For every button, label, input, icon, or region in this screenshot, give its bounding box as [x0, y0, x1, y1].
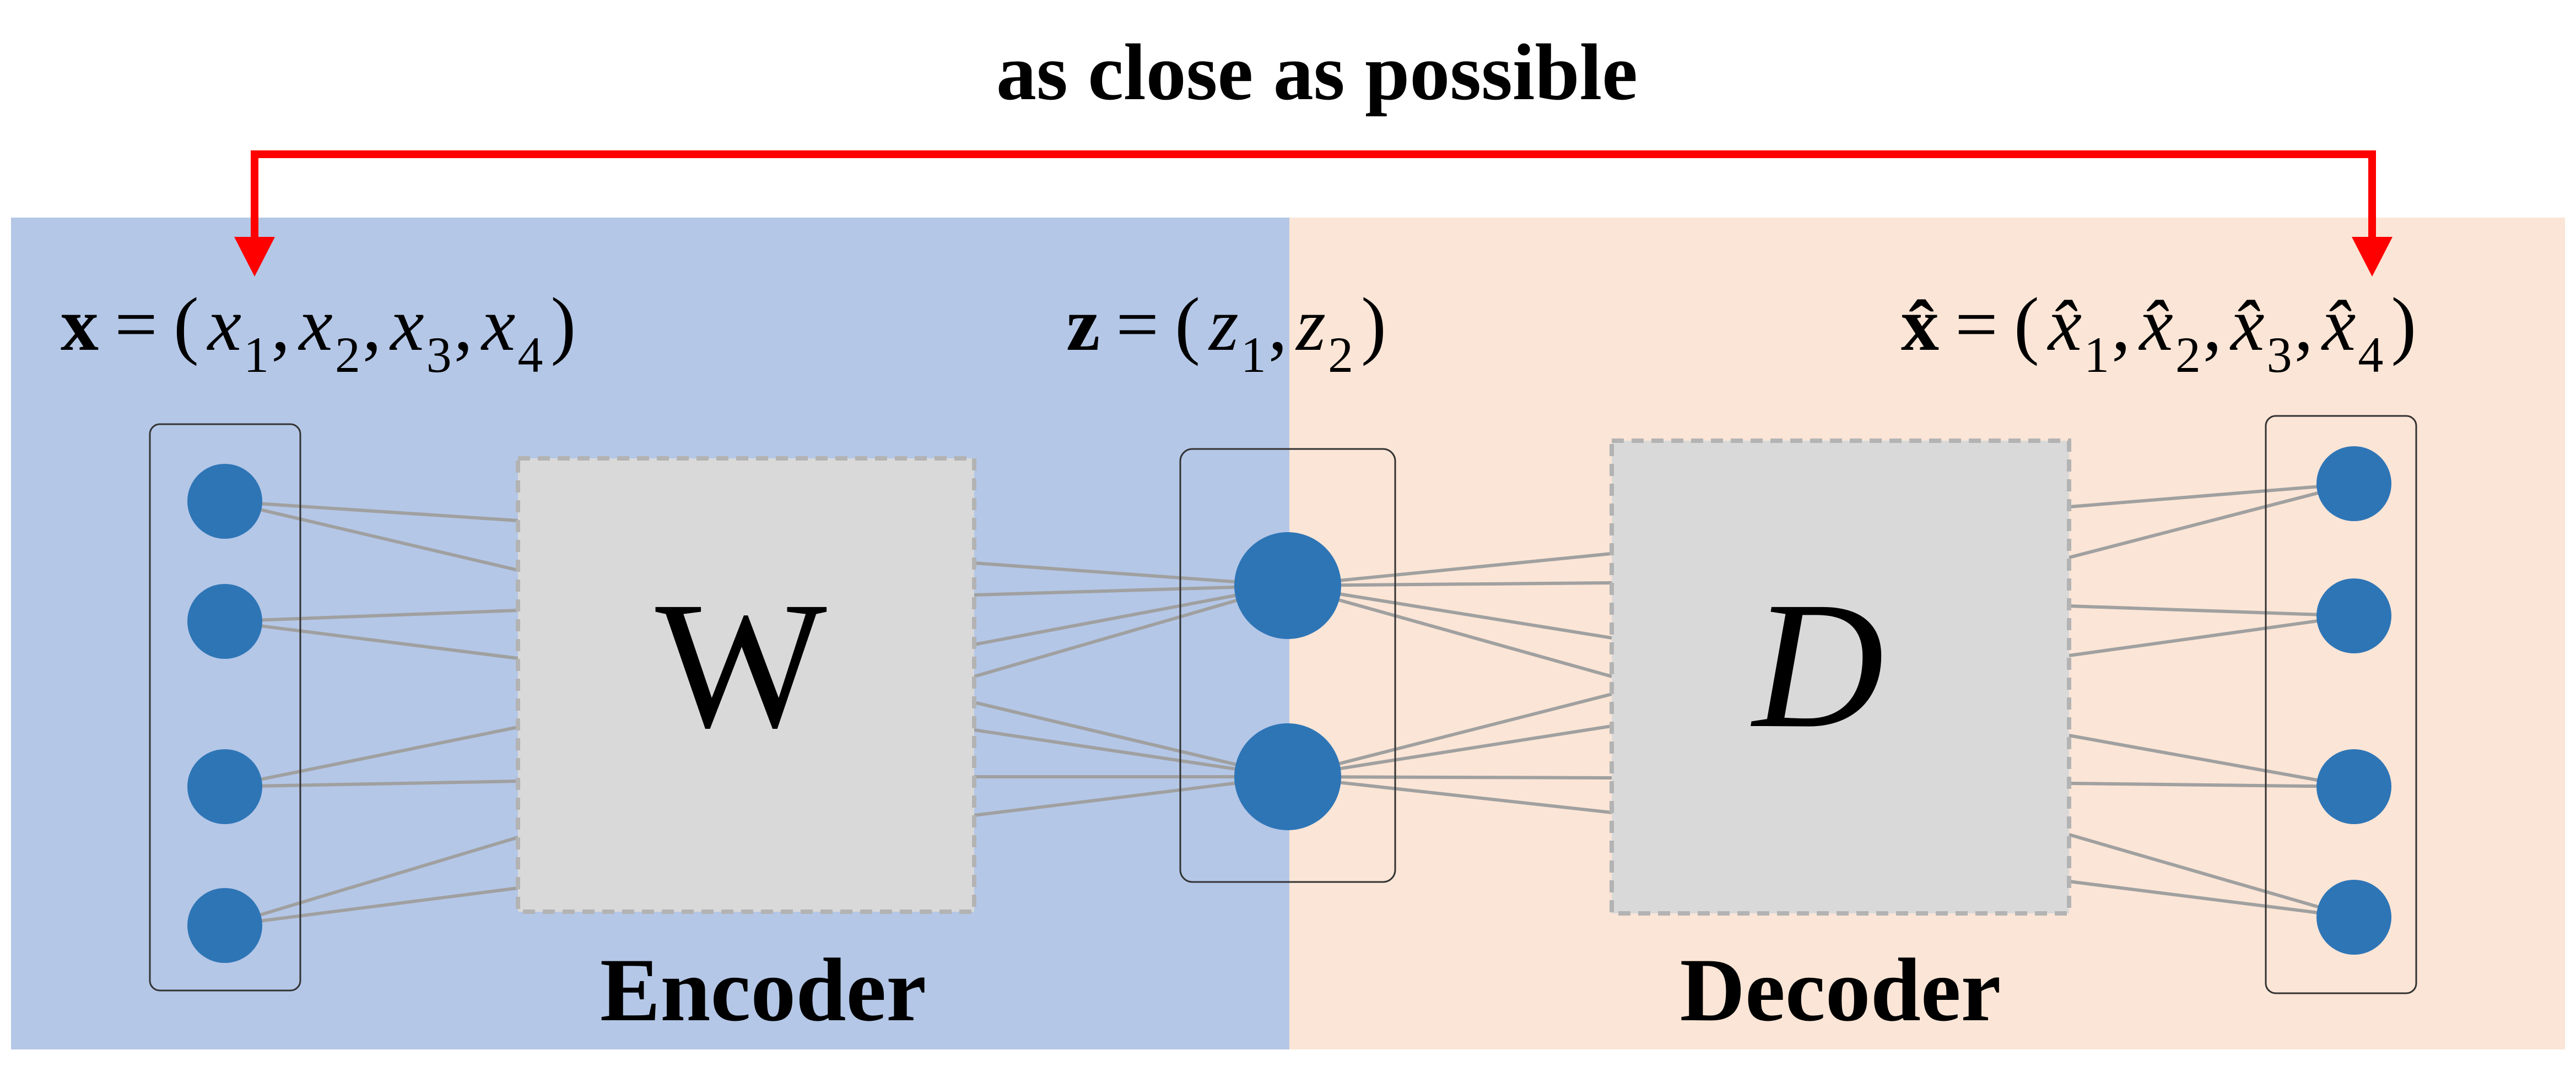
input-close-paren: ): [550, 282, 576, 366]
connection-line: [2069, 604, 2354, 618]
connection-line: [224, 780, 519, 788]
input-node-1: [187, 464, 262, 539]
input-node-4: [187, 888, 262, 963]
output-vector-equation: x̂ = ( x̂ 1 , x̂ 2 , x̂ 3 , x̂ 4 ): [1901, 282, 2416, 383]
output-element-4: x̂: [2321, 282, 2356, 366]
connection-line: [1287, 581, 1612, 587]
decoder-label: Decoder: [1680, 940, 2001, 1040]
decoder-weight-box: [1610, 439, 2071, 916]
connection-line: [2069, 482, 2354, 559]
connection-line: [974, 701, 1288, 778]
output-comma-1: ,: [2111, 282, 2131, 366]
comparison-arrow: [234, 150, 2393, 277]
connection-line: [974, 584, 1288, 678]
output-comma-3: ,: [2294, 282, 2314, 366]
connection-line: [224, 836, 519, 927]
input-node-3: [187, 749, 262, 824]
output-element-2: x̂: [2138, 282, 2173, 366]
neuron-nodes: [187, 446, 2391, 963]
latent-open-paren: (: [1175, 282, 1200, 366]
diagram-title: as close as possible: [996, 28, 1638, 117]
connection-line: [2069, 614, 2354, 657]
output-subscript-4: 4: [2358, 327, 2383, 383]
connection-line: [224, 500, 519, 572]
connection-line: [1287, 775, 1612, 780]
input-comma-3: ,: [454, 282, 473, 366]
latent-vector-symbol: z: [1066, 282, 1100, 366]
input-element-2: x: [298, 282, 333, 366]
connection-line: [2069, 833, 2354, 919]
connection-line: [224, 886, 519, 927]
input-node-2: [187, 584, 262, 659]
input-open-paren: (: [174, 282, 199, 366]
latent-subscript-2: 2: [1328, 327, 1353, 383]
output-close-paren: ): [2391, 282, 2416, 366]
latent-node-1: [1234, 532, 1341, 639]
input-comma-2: ,: [363, 282, 382, 366]
connection-line: [2069, 782, 2354, 788]
connection-line: [1287, 775, 1612, 814]
comparison-arrow-line: [251, 150, 2376, 237]
encoder-weight-symbol: W: [655, 565, 829, 766]
connection-line: [2069, 880, 2354, 919]
latent-vector-equation: z = ( z 1 , z 2 ): [1066, 282, 1386, 383]
connection-line: [224, 609, 519, 623]
input-subscript-2: 2: [335, 327, 360, 383]
input-comma-1: ,: [271, 282, 290, 366]
connection-line: [2069, 734, 2354, 788]
connection-line: [1287, 724, 1612, 778]
connection-line: [2069, 482, 2354, 508]
output-equals: =: [1955, 282, 1998, 366]
input-element-4: x: [480, 282, 515, 366]
input-subscript-1: 1: [244, 327, 269, 383]
input-element-3: x: [389, 282, 424, 366]
output-subscript-1: 1: [2084, 327, 2109, 383]
input-element-1: x: [207, 282, 241, 366]
latent-element-1: z: [1208, 282, 1239, 366]
encoder-label: Encoder: [600, 940, 926, 1040]
output-node-3: [2316, 749, 2391, 824]
output-node-4: [2316, 880, 2391, 955]
output-node-1: [2316, 446, 2391, 521]
input-vector-equation: x = ( x 1 , x 2 , x 3 , x 4 ): [61, 282, 576, 383]
connection-line: [224, 726, 519, 788]
output-vector-symbol: x̂: [1901, 282, 1939, 366]
output-element-1: x̂: [2047, 282, 2082, 366]
arrow-head-left: [234, 237, 275, 277]
connection-line: [224, 500, 519, 522]
output-element-3: x̂: [2229, 282, 2264, 366]
latent-equals: =: [1116, 282, 1159, 366]
latent-comma-1: ,: [1268, 282, 1288, 366]
input-subscript-3: 3: [426, 327, 452, 383]
output-subscript-2: 2: [2175, 327, 2201, 383]
input-equals: =: [115, 282, 158, 366]
output-layer-group: [2265, 415, 2417, 994]
latent-subscript-1: 1: [1241, 327, 1266, 383]
latent-node-2: [1234, 723, 1341, 830]
latent-layer-group: [1179, 448, 1396, 883]
output-comma-2: ,: [2203, 282, 2222, 366]
input-layer-group: [149, 423, 301, 992]
decoder-weight-symbol: D: [1750, 565, 1884, 766]
latent-close-paren: ): [1361, 282, 1386, 366]
connection-line: [224, 620, 519, 660]
connection-line: [1287, 584, 1612, 678]
output-subscript-3: 3: [2267, 327, 2292, 383]
arrow-head-right: [2352, 237, 2393, 277]
connection-line: [1287, 552, 1612, 587]
output-open-paren: (: [2014, 282, 2039, 366]
input-vector-symbol: x: [61, 282, 99, 366]
connection-line: [1287, 584, 1612, 640]
input-subscript-4: 4: [517, 327, 543, 383]
encoder-weight-box: [516, 456, 976, 914]
latent-element-2: z: [1295, 282, 1326, 366]
output-node-2: [2316, 578, 2391, 653]
connection-line: [1287, 692, 1612, 778]
